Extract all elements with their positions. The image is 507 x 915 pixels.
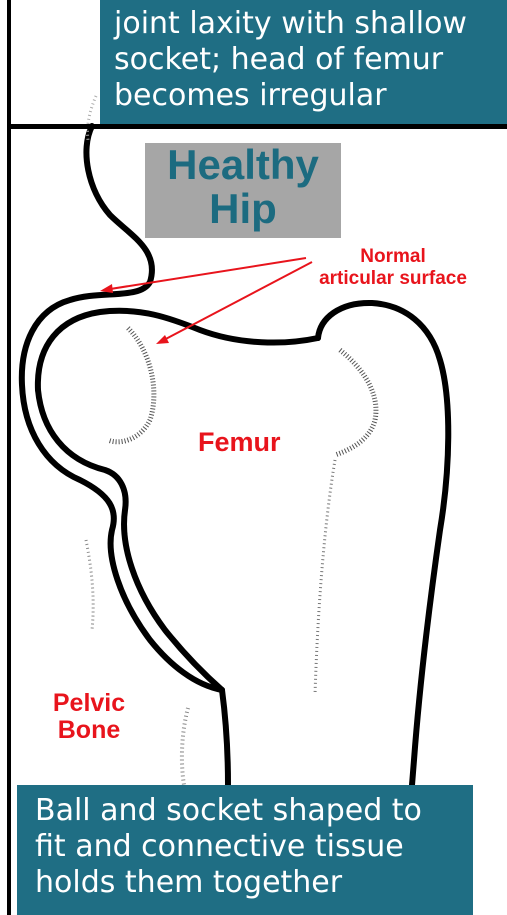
label-line: Pelvic [36, 690, 142, 717]
bottom-caption-box: Ball and socket shaped to fit and connec… [17, 785, 473, 915]
title-line: Healthy [145, 143, 341, 187]
label-line: articular surface [288, 268, 498, 290]
femur-trochanter-outline [318, 303, 448, 785]
top-caption-text: joint laxity with shallow socket; head o… [114, 6, 467, 114]
bottom-caption-line: Ball and socket shaped to [35, 793, 463, 829]
top-caption-line: joint laxity with shallow [114, 6, 467, 42]
femur-head-outline [38, 311, 318, 390]
top-caption-box: joint laxity with shallow socket; head o… [100, 0, 507, 124]
femur-label: Femur [198, 427, 281, 458]
diagram-title: Healthy Hip [145, 143, 341, 238]
pointer-arrowhead-head [156, 335, 169, 344]
pointer-arrow-socket [104, 258, 306, 290]
top-caption-line: socket; head of femur [114, 42, 467, 78]
pointer-arrowhead-socket [100, 284, 113, 293]
left-border-line [7, 0, 11, 915]
trochanter-shading [335, 350, 376, 455]
normal-articular-surface-label: Normal articular surface [288, 246, 498, 290]
bottom-caption-line: fit and connective tissue [35, 829, 463, 865]
lower-bone-shading [182, 708, 188, 785]
top-caption-line: becomes irregular [114, 78, 467, 114]
femur-shaft-shading [315, 460, 335, 695]
pelvis-shading [86, 540, 93, 630]
femur-shaft-left-outline [222, 690, 228, 785]
label-line: Normal [288, 246, 498, 268]
femur-lower-head-outline [38, 390, 222, 690]
femur-head-shading [108, 328, 154, 442]
pelvic-bone-label: Pelvic Bone [36, 690, 142, 744]
section-divider-line [7, 124, 507, 129]
bottom-caption-line: holds them together [35, 865, 463, 901]
title-line: Hip [145, 187, 341, 231]
label-line: Bone [36, 717, 142, 744]
